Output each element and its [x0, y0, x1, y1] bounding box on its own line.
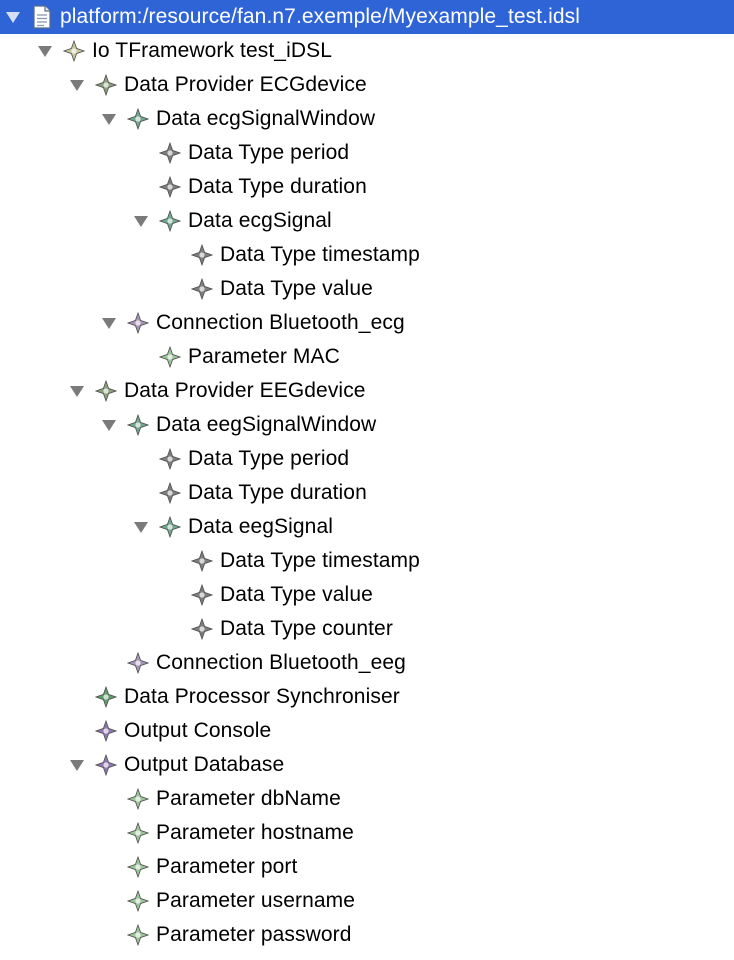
element-icon [94, 719, 118, 743]
tree-item-label: Data Type duration [188, 481, 367, 504]
tree-item-data-processor-synchroniser[interactable]: Data Processor Synchroniser [0, 680, 734, 714]
tree-item-connection-bluetooth-ecg[interactable]: Connection Bluetooth_ecg [0, 306, 734, 340]
element-icon [126, 311, 150, 335]
tree-item-label: Io TFramework test_iDSL [92, 39, 332, 62]
tree-item-data-type-timestamp[interactable]: Data Type timestamp [0, 238, 734, 272]
tree-item-label: Data Type timestamp [220, 243, 420, 266]
tree-item-connection-bluetooth-eeg[interactable]: Connection Bluetooth_eeg [0, 646, 734, 680]
element-icon [190, 617, 214, 641]
tree-item-output-console[interactable]: Output Console [0, 714, 734, 748]
element-icon [94, 685, 118, 709]
tree-toggle-expanded-icon[interactable] [2, 0, 24, 34]
element-icon [126, 821, 150, 845]
tree-item-data-ecgsignal[interactable]: Data ecgSignal [0, 204, 734, 238]
element-icon [126, 787, 150, 811]
tree-toggle-expanded-icon[interactable] [66, 68, 88, 102]
element-icon [126, 889, 150, 913]
tree-item-data-eegsignalwindow[interactable]: Data eegSignalWindow [0, 408, 734, 442]
tree-item-label: Connection Bluetooth_eeg [156, 651, 406, 674]
tree-item-data-type-counter[interactable]: Data Type counter [0, 612, 734, 646]
tree-toggle-expanded-icon[interactable] [98, 408, 120, 442]
tree-item-label: Data Provider ECGdevice [124, 73, 367, 96]
element-icon [158, 481, 182, 505]
tree-item-label: Output Console [124, 719, 272, 742]
tree-item-label: Data eegSignal [188, 515, 334, 538]
tree-item-data-type-value[interactable]: Data Type value [0, 578, 734, 612]
tree-toggle-expanded-icon[interactable] [34, 34, 56, 68]
tree-item-parameter-mac[interactable]: Parameter MAC [0, 340, 734, 374]
tree-item-label: Data Type duration [188, 175, 367, 198]
tree-item-label: Parameter hostname [156, 821, 354, 844]
tree-item-parameter-password[interactable]: Parameter password [0, 918, 734, 952]
element-icon [190, 549, 214, 573]
tree-item-data-provider-ecgdevice[interactable]: Data Provider ECGdevice [0, 68, 734, 102]
tree-item-label: Connection Bluetooth_ecg [156, 311, 405, 334]
tree-toggle-expanded-icon[interactable] [98, 102, 120, 136]
element-icon [190, 243, 214, 267]
tree-item-parameter-port[interactable]: Parameter port [0, 850, 734, 884]
tree-item-label: Data Type timestamp [220, 549, 420, 572]
tree-toggle-expanded-icon[interactable] [98, 306, 120, 340]
tree-item-data-type-period[interactable]: Data Type period [0, 442, 734, 476]
tree-item-label: Data ecgSignalWindow [156, 107, 376, 130]
element-icon [158, 447, 182, 471]
element-icon [126, 923, 150, 947]
tree-item-label: Parameter port [156, 855, 298, 878]
file-icon [30, 5, 54, 29]
tree-item-data-provider-eegdevice[interactable]: Data Provider EEGdevice [0, 374, 734, 408]
tree-item-parameter-username[interactable]: Parameter username [0, 884, 734, 918]
tree-item-label: Parameter username [156, 889, 356, 912]
element-icon [126, 107, 150, 131]
tree-item-parameter-hostname[interactable]: Parameter hostname [0, 816, 734, 850]
tree-item-label: Data eegSignalWindow [156, 413, 377, 436]
tree-toggle-expanded-icon[interactable] [66, 374, 88, 408]
tree-item-output-database[interactable]: Output Database [0, 748, 734, 782]
tree-item-label: Data ecgSignal [188, 209, 332, 232]
element-icon [158, 141, 182, 165]
tree-item-data-type-period[interactable]: Data Type period [0, 136, 734, 170]
tree-item-label: Data Type period [188, 141, 350, 164]
tree-item-label: Data Type counter [220, 617, 393, 640]
element-icon [126, 413, 150, 437]
element-icon [190, 583, 214, 607]
tree-item-data-type-timestamp[interactable]: Data Type timestamp [0, 544, 734, 578]
element-icon [126, 855, 150, 879]
element-icon [62, 39, 86, 63]
element-icon [126, 651, 150, 675]
tree-item-io-tframework-test-idsl[interactable]: Io TFramework test_iDSL [0, 34, 734, 68]
tree-item-label: Data Provider EEGdevice [124, 379, 366, 402]
tree-item-label: Data Type value [220, 583, 373, 606]
tree-item-label: Data Type period [188, 447, 350, 470]
tree-item-data-type-duration[interactable]: Data Type duration [0, 476, 734, 510]
tree-item-parameter-dbname[interactable]: Parameter dbName [0, 782, 734, 816]
element-icon [158, 175, 182, 199]
tree-toggle-expanded-icon[interactable] [130, 510, 152, 544]
tree-item-label: Parameter MAC [188, 345, 340, 368]
tree-item-label: Data Type value [220, 277, 373, 300]
tree-toggle-expanded-icon[interactable] [130, 204, 152, 238]
tree-item-data-ecgsignalwindow[interactable]: Data ecgSignalWindow [0, 102, 734, 136]
tree-item-label: Output Database [124, 753, 285, 776]
tree-root-label: platform:/resource/fan.n7.exemple/Myexam… [60, 5, 581, 28]
element-icon [94, 379, 118, 403]
element-icon [94, 753, 118, 777]
element-icon [190, 277, 214, 301]
tree-item-data-eegsignal[interactable]: Data eegSignal [0, 510, 734, 544]
tree-toggle-expanded-icon[interactable] [66, 748, 88, 782]
tree-item-data-type-value[interactable]: Data Type value [0, 272, 734, 306]
element-icon [158, 515, 182, 539]
tree-root-row[interactable]: platform:/resource/fan.n7.exemple/Myexam… [0, 0, 734, 34]
tree-item-data-type-duration[interactable]: Data Type duration [0, 170, 734, 204]
tree-item-label: Parameter password [156, 923, 352, 946]
tree-item-label: Data Processor Synchroniser [124, 685, 400, 708]
element-icon [158, 209, 182, 233]
element-icon [94, 73, 118, 97]
tree-item-label: Parameter dbName [156, 787, 341, 810]
element-icon [158, 345, 182, 369]
